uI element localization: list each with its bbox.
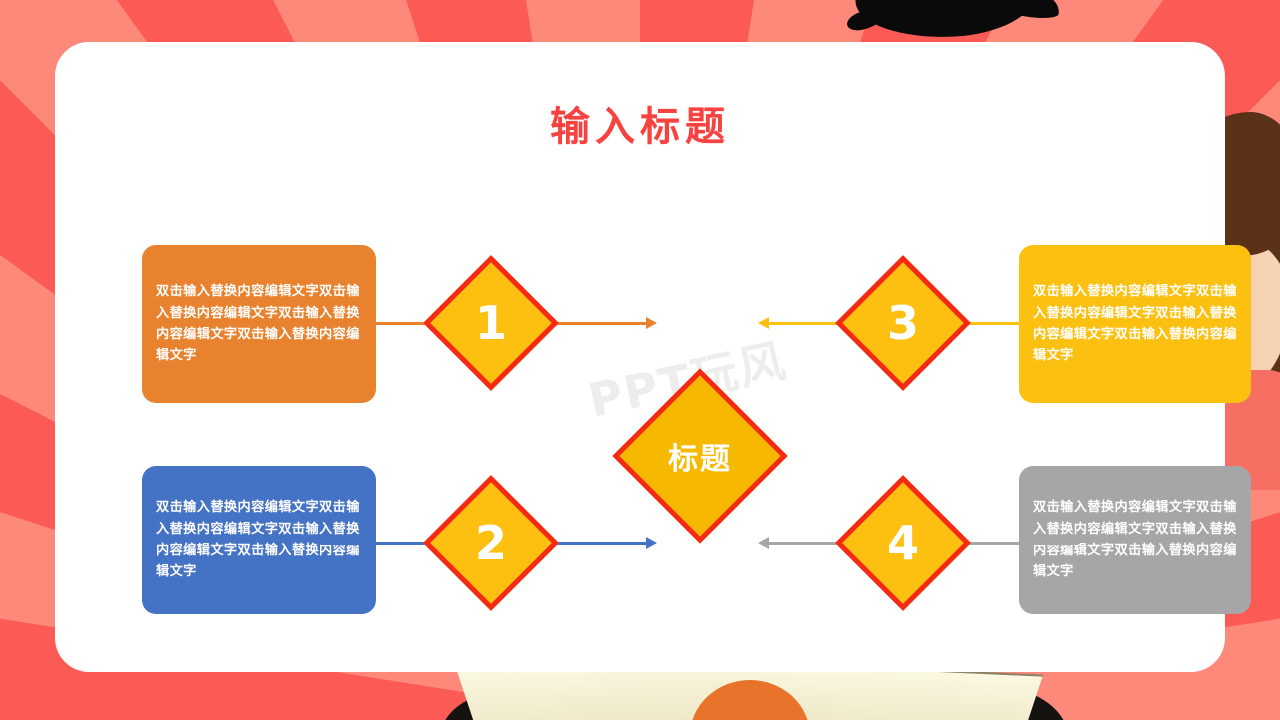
text-box-4[interactable]: 双击输入替换内容编辑文字双击输入替换内容编辑文字双击输入替换内容编辑文字双击输入… — [1019, 466, 1251, 614]
connector-stub-box3-to-diamond3 — [950, 322, 1078, 325]
arrow-head-left-icon — [758, 537, 769, 550]
page-title: 输入标题 — [550, 103, 730, 150]
open-book-illustration — [434, 644, 1074, 720]
diamond-step-1-number: 1 — [474, 296, 507, 350]
arrow-head-left-icon — [758, 317, 769, 330]
diamond-step-3[interactable]: 3 — [835, 255, 971, 391]
text-box-1-content: 双击输入替换内容编辑文字双击输入替换内容编辑文字双击输入替换内容编辑文字双击输入… — [156, 284, 360, 364]
diamond-step-1[interactable]: 1 — [423, 255, 559, 391]
text-box-4-content: 双击输入替换内容编辑文字双击输入替换内容编辑文字双击输入替换内容编辑文字双击输入… — [1033, 500, 1237, 580]
text-box-3-content: 双击输入替换内容编辑文字双击输入替换内容编辑文字双击输入替换内容编辑文字双击输入… — [1033, 284, 1237, 364]
text-box-2-content: 双击输入替换内容编辑文字双击输入替换内容编辑文字双击输入替换内容编辑文字双击输入… — [156, 500, 360, 580]
diamond-step-4[interactable]: 4 — [835, 475, 971, 611]
diamond-step-3-number: 3 — [886, 296, 919, 350]
connector-arrow-4 — [758, 537, 877, 550]
connector-arrow-3 — [758, 317, 877, 330]
diamond-step-2-number: 2 — [474, 516, 507, 570]
connector-arrow-1 — [536, 317, 657, 330]
content-card: 输入标题 PPT玩风 双击输入替换内容编辑文字双击输入替换内容编辑文字双击输入替… — [55, 42, 1251, 672]
text-box-2[interactable]: 双击输入替换内容编辑文字双击输入替换内容编辑文字双击输入替换内容编辑文字双击输入… — [142, 466, 376, 614]
connector-stub-box1-to-diamond1 — [321, 322, 447, 325]
arrow-head-right-icon — [646, 317, 657, 330]
connector-arrow-2 — [536, 537, 657, 550]
diamond-step-2[interactable]: 2 — [423, 475, 559, 611]
diamond-step-4-number: 4 — [886, 516, 919, 570]
arrow-head-right-icon — [646, 537, 657, 550]
connector-stub-box2-to-diamond2 — [321, 542, 447, 545]
center-diamond-label: 标题 — [668, 442, 732, 477]
connector-stub-box4-to-diamond4 — [950, 542, 1078, 545]
